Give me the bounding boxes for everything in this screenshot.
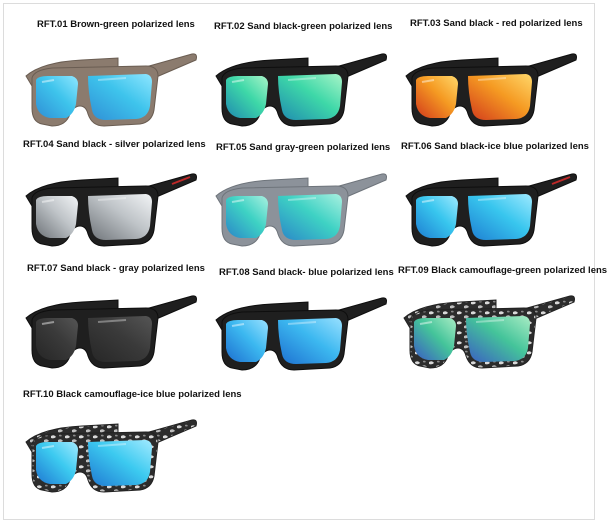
product-label-4: RFT.04 Sand black - silver polarized len… <box>23 139 206 150</box>
product-label-3: RFT.03 Sand black - red polarized lens <box>410 18 583 29</box>
product-label-5: RFT.05 Sand gray-green polarized lens <box>216 142 391 153</box>
sunglasses-image-8 <box>212 292 390 380</box>
sunglasses-image-6 <box>402 168 580 256</box>
product-label-9: RFT.09 Black camouflage-green polarized … <box>398 265 607 276</box>
sunglasses-image-2 <box>212 48 390 136</box>
sunglasses-image-4 <box>22 168 200 256</box>
product-label-7: RFT.07 Sand black - gray polarized lens <box>27 263 205 274</box>
sunglasses-image-1 <box>22 48 200 136</box>
product-label-1: RFT.01 Brown-green polarized lens <box>37 19 195 30</box>
sunglasses-image-3 <box>402 48 580 136</box>
product-label-10: RFT.10 Black camouflage-ice blue polariz… <box>23 389 242 400</box>
product-label-6: RFT.06 Sand black-ice blue polarized len… <box>401 141 589 152</box>
sunglasses-image-7 <box>22 290 200 378</box>
sunglasses-image-10 <box>22 414 200 502</box>
catalog-frame <box>3 3 595 520</box>
product-label-8: RFT.08 Sand black- blue polarized lens <box>219 267 394 278</box>
sunglasses-image-5 <box>212 168 390 256</box>
product-label-2: RFT.02 Sand black-green polarized lens <box>214 21 393 32</box>
sunglasses-image-9 <box>400 290 578 378</box>
